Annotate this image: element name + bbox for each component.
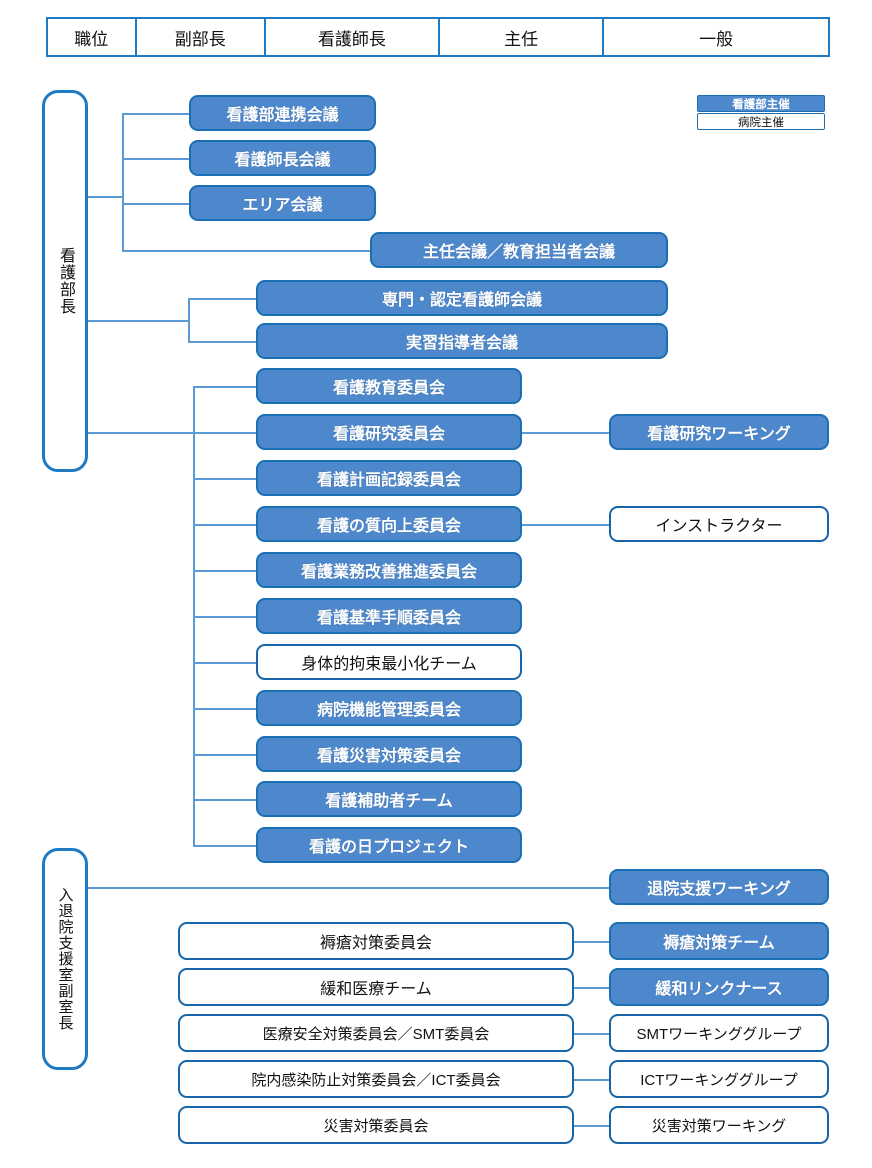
connector-director-group1: [88, 196, 122, 198]
connector-deputy-to-discharge-working: [88, 887, 611, 889]
connector-bottom-row-0: [574, 941, 611, 943]
committee-box-nursing-plan-record[interactable]: 看護計画記録委員会: [256, 460, 522, 496]
committee-box-nursing-education[interactable]: 看護教育委員会: [256, 368, 522, 404]
position-cell-deputy-director: 副部長: [137, 19, 266, 55]
connector-branch-c-1: [193, 432, 257, 434]
connector-branch-c-2: [193, 478, 257, 480]
legend: 看護部主催 病院主催: [697, 95, 825, 130]
legend-item-nursing-hosted: 看護部主催: [697, 95, 825, 112]
connector-branch-c-10: [193, 845, 257, 847]
connector-branch-c-5: [193, 616, 257, 618]
side-box-instructor[interactable]: インストラクター: [609, 506, 829, 542]
legend-item-hospital-hosted: 病院主催: [697, 113, 825, 130]
bottom-right-box-smt-working-group[interactable]: SMTワーキンググループ: [609, 1014, 829, 1052]
position-cell-head-nurse: 看護師長: [266, 19, 440, 55]
connector-bottom-row-3: [574, 1079, 611, 1081]
committee-box-work-improvement[interactable]: 看護業務改善推進委員会: [256, 552, 522, 588]
bottom-right-box-pressure-ulcer-team[interactable]: 褥瘡対策チーム: [609, 922, 829, 960]
connector-branch-g1-2: [122, 203, 190, 205]
role-label-admission-discharge-deputy: 入退院支援室副室長: [56, 887, 74, 1031]
connector-bottom-row-4: [574, 1125, 611, 1127]
committee-box-physical-restraint-team[interactable]: 身体的拘束最小化チーム: [256, 644, 522, 680]
connector-branch-g2-0: [188, 298, 256, 300]
committee-box-nursing-standards[interactable]: 看護基準手順委員会: [256, 598, 522, 634]
connector-branch-c-6: [193, 662, 257, 664]
connector-branch-c-9: [193, 799, 257, 801]
committee-box-nursing-assistant-team[interactable]: 看護補助者チーム: [256, 781, 522, 817]
connector-bus-group1: [122, 113, 124, 251]
meeting-box-area[interactable]: エリア会議: [189, 185, 376, 221]
connector-branch-c-7: [193, 708, 257, 710]
connector-branch-g1-0: [122, 113, 190, 115]
bottom-right-box-ict-working-group[interactable]: ICTワーキンググループ: [609, 1060, 829, 1098]
connector-branch-c-3: [193, 524, 257, 526]
connector-bottom-row-2: [574, 1033, 611, 1035]
box-discharge-support-working[interactable]: 退院支援ワーキング: [609, 869, 829, 905]
bottom-left-box-medical-safety-smt[interactable]: 医療安全対策委員会／SMT委員会: [178, 1014, 574, 1052]
connector-director-committees: [88, 432, 194, 434]
connector-bus-group2: [188, 298, 190, 342]
committee-box-hospital-function[interactable]: 病院機能管理委員会: [256, 690, 522, 726]
bottom-right-box-palliative-link-nurse[interactable]: 緩和リンクナース: [609, 968, 829, 1006]
connector-branch-c-4: [193, 570, 257, 572]
bottom-left-box-infection-control-ict[interactable]: 院内感染防止対策委員会／ICT委員会: [178, 1060, 574, 1098]
connector-bottom-row-1: [574, 987, 611, 989]
role-box-nursing-director: 看護部長: [42, 90, 88, 472]
role-label-nursing-director: 看護部長: [57, 247, 74, 315]
position-cell-chief: 主任: [440, 19, 605, 55]
connector-branch-c-8: [193, 754, 257, 756]
bottom-left-box-palliative-care-team[interactable]: 緩和医療チーム: [178, 968, 574, 1006]
bottom-left-box-disaster-committee[interactable]: 災害対策委員会: [178, 1106, 574, 1144]
connector-research-to-working: [522, 432, 610, 434]
connector-branch-g1-1: [122, 158, 190, 160]
meeting-box-chief-and-education[interactable]: 主任会議／教育担当者会議: [370, 232, 668, 268]
meeting-box-nursing-liaison[interactable]: 看護部連携会議: [189, 95, 376, 131]
position-cell-general: 一般: [699, 29, 734, 49]
side-box-nursing-research-working[interactable]: 看護研究ワーキング: [609, 414, 829, 450]
meeting-box-head-nurse[interactable]: 看護師長会議: [189, 140, 376, 176]
bottom-left-box-pressure-ulcer-committee[interactable]: 褥瘡対策委員会: [178, 922, 574, 960]
connector-branch-c-0: [193, 386, 257, 388]
connector-quality-to-instructor: [522, 524, 610, 526]
committee-box-nursing-research[interactable]: 看護研究委員会: [256, 414, 522, 450]
meeting-box-certified-nurse[interactable]: 専門・認定看護師会議: [256, 280, 668, 316]
bottom-right-box-disaster-working[interactable]: 災害対策ワーキング: [609, 1106, 829, 1144]
committee-box-nursing-quality[interactable]: 看護の質向上委員会: [256, 506, 522, 542]
connector-branch-g2-1: [188, 341, 256, 343]
committee-box-nursing-day-project[interactable]: 看護の日プロジェクト: [256, 827, 522, 863]
role-box-admission-discharge-deputy: 入退院支援室副室長: [42, 848, 88, 1070]
position-cell-title: 職位: [48, 19, 137, 55]
meeting-box-practical-instructor[interactable]: 実習指導者会議: [256, 323, 668, 359]
position-header-table: 職位 副部長 看護師長 主任 一般: [46, 17, 830, 57]
committee-box-nursing-disaster[interactable]: 看護災害対策委員会: [256, 736, 522, 772]
connector-director-group2: [88, 320, 188, 322]
connector-branch-g1-3: [122, 250, 370, 252]
